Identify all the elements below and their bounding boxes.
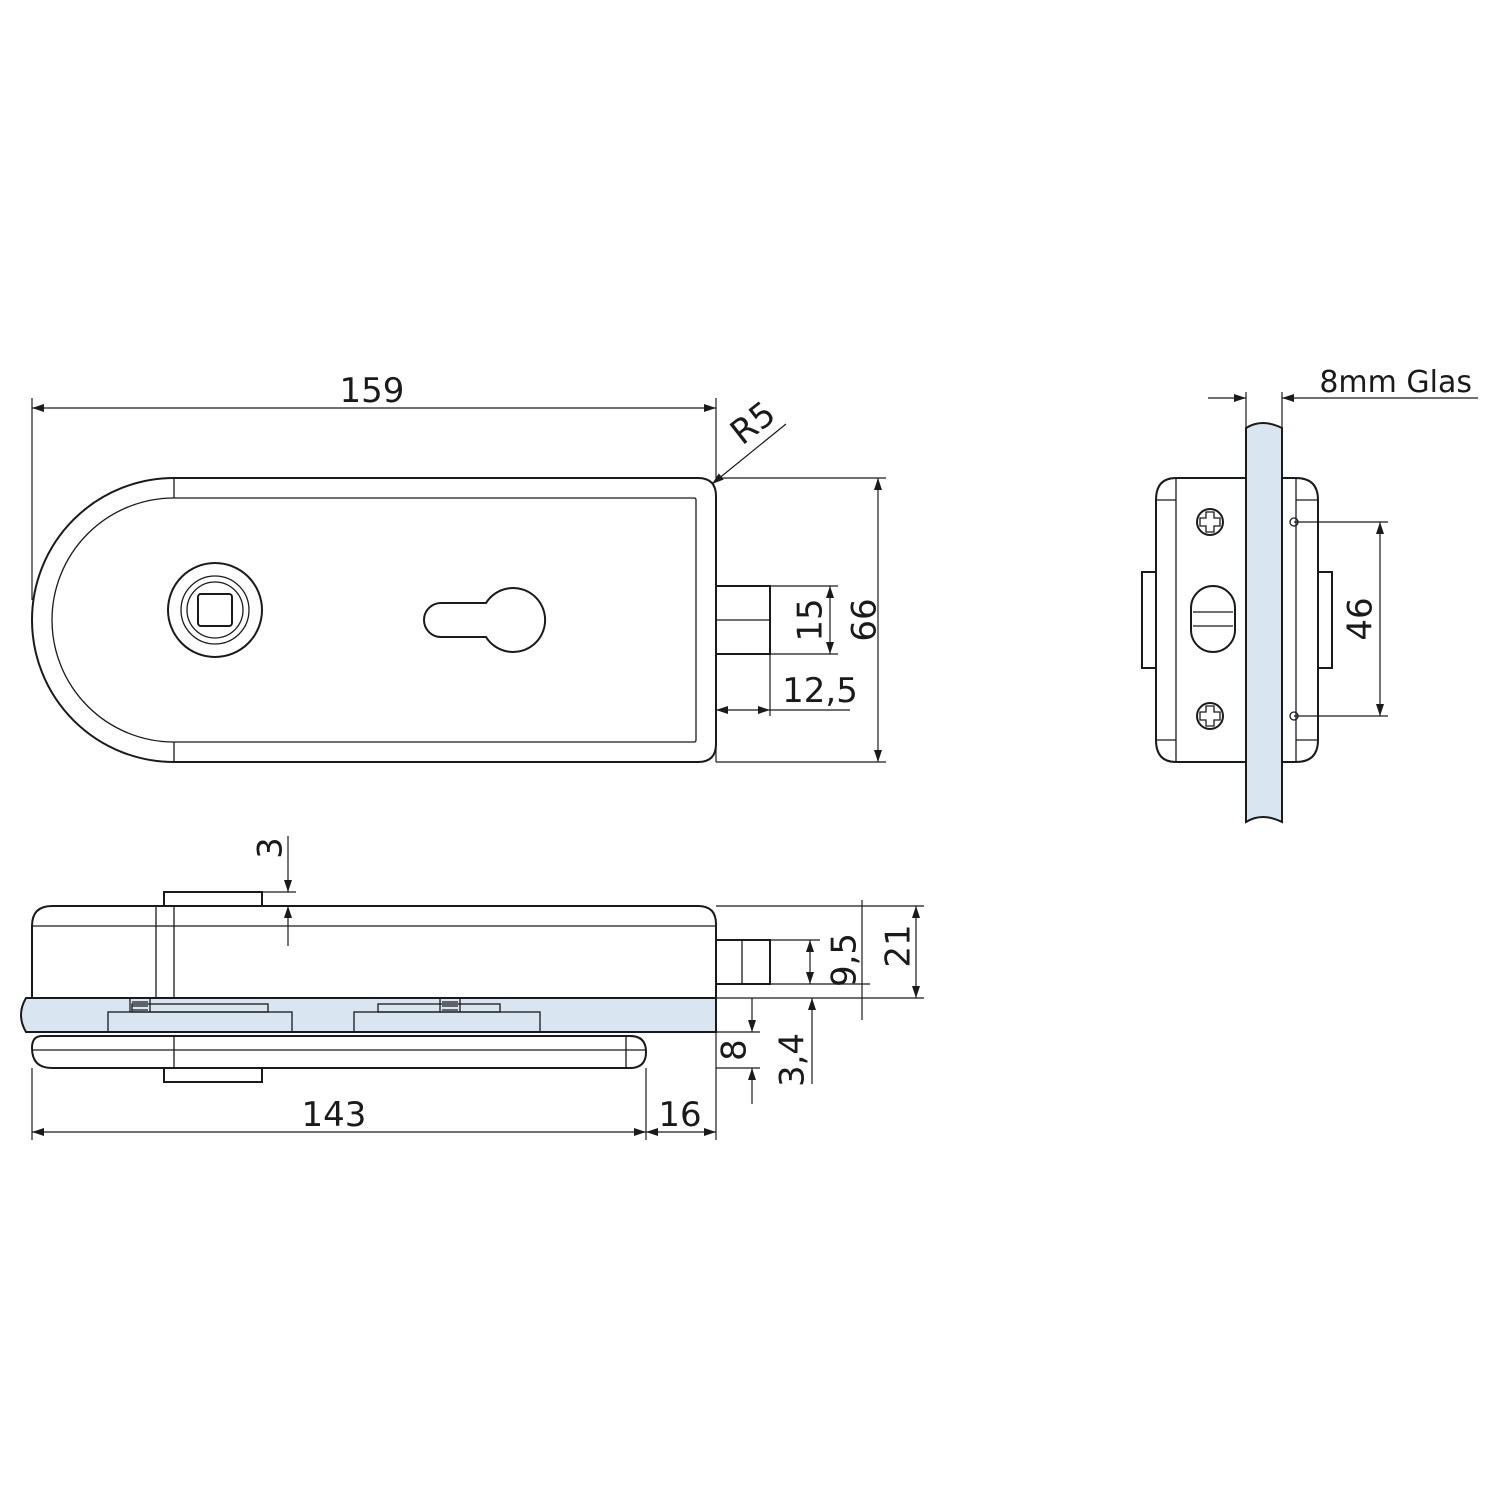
dim-overall-length: 159: [340, 371, 405, 411]
upper-body: [31, 905, 717, 999]
dim-corner-radius: R5: [723, 394, 783, 453]
screw-thread-icon: [129, 998, 151, 1012]
dim-body-height: 21: [879, 924, 919, 967]
keyhole-icon: [423, 587, 547, 653]
screw-thread-icon: [439, 998, 461, 1012]
bottom-view: 3 9,5 21 8 3,4 143 16: [20, 836, 924, 1140]
dim-bolt-height: 15: [791, 598, 831, 641]
dim-lower-length: 143: [302, 1095, 367, 1135]
glass-thickness-label: 8mm Glas: [1319, 365, 1472, 400]
cross-screw-icon: [1196, 508, 1224, 536]
dim-glass: 8: [715, 1039, 755, 1061]
glass-panel-section: [20, 997, 717, 1033]
dim-bolt-projection: 12,5: [782, 671, 858, 711]
dim-bolt-section-height: 9,5: [825, 933, 865, 987]
dim-lower-offset: 16: [658, 1095, 701, 1135]
lower-body: [30, 1035, 648, 1069]
front-view: 159 R5 66 15 12,5: [31, 371, 886, 763]
side-view: 46 8mm Glas: [1141, 365, 1478, 824]
latch-bolt: [715, 585, 771, 655]
lock-body-bevel: [51, 497, 697, 743]
spindle-icon: [167, 562, 263, 658]
lock-body-outline: [31, 477, 717, 763]
slot-icon: [1190, 585, 1236, 653]
dim-top-offset: 3: [251, 837, 291, 859]
dim-height: 66: [845, 598, 885, 641]
dim-screw-spacing: 46: [1341, 597, 1381, 640]
dim-lower-height: 3,4: [773, 1033, 813, 1087]
glass-panel: [1245, 422, 1283, 824]
cross-screw-icon: [1196, 702, 1224, 730]
